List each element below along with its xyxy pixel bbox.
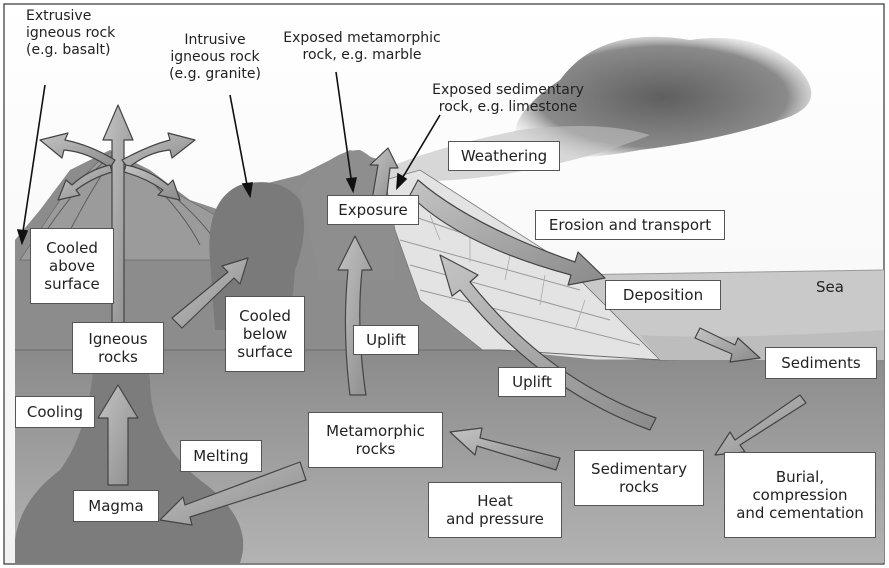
weathering-label: Weathering [448, 141, 560, 171]
metamorphic-rocks-label: Metamorphic rocks [308, 412, 443, 468]
cooling-label: Cooling [15, 396, 95, 428]
burial-compression-cementation-label: Burial, compression and cementation [724, 452, 876, 538]
deposition-label: Deposition [605, 280, 721, 310]
erosion-transport-label: Erosion and transport [535, 210, 725, 240]
magma-label: Magma [73, 490, 159, 522]
melting-label: Melting [180, 440, 262, 472]
exposure-label: Exposure [327, 195, 419, 225]
cooled-below-surface-label: Cooled below surface [225, 296, 305, 372]
sea-label: Sea [810, 278, 850, 296]
igneous-rocks-label: Igneous rocks [72, 322, 164, 374]
cooled-above-surface-label: Cooled above surface [30, 228, 114, 304]
uplift-label-sedimentary: Uplift [498, 367, 566, 397]
annotation-exposed-sedimentary-rock: Exposed sedimentary rock, e.g. limestone [428, 82, 588, 116]
annotation-extrusive-igneous-rock: Extrusive igneous rock (e.g. basalt) [26, 8, 136, 59]
uplift-label-metamorphic: Uplift [353, 325, 419, 355]
sediments-label: Sediments [765, 347, 877, 379]
heat-and-pressure-label: Heat and pressure [428, 482, 562, 538]
sedimentary-rocks-label: Sedimentary rocks [574, 450, 704, 506]
annotation-exposed-metamorphic-rock: Exposed metamorphic rock, e.g. marble [282, 30, 442, 64]
annotation-intrusive-igneous-rock: Intrusive igneous rock (e.g. granite) [160, 32, 270, 83]
